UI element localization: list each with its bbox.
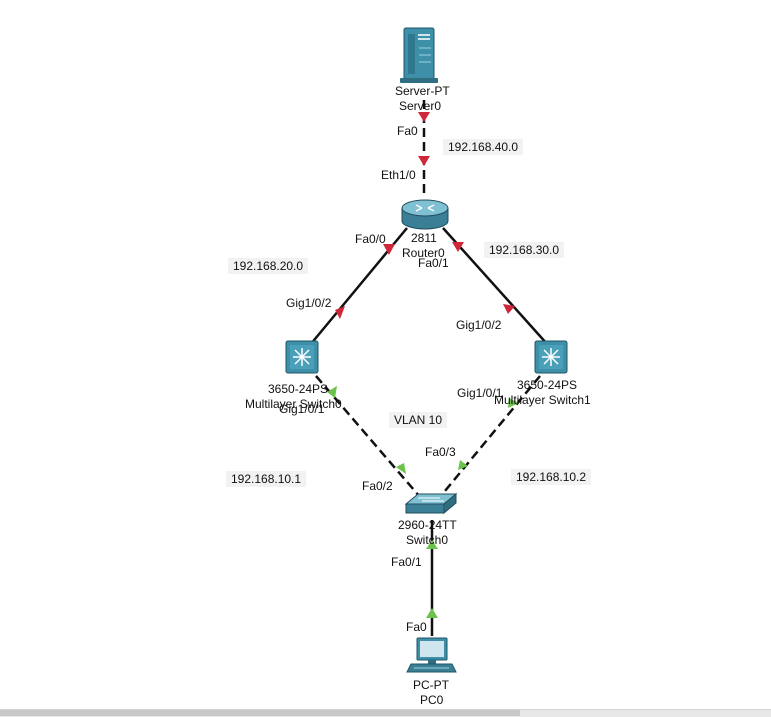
note-vlan[interactable]: VLAN 10 [389,412,448,428]
port-label-mls1-gig101: Gig1/0/1 [457,386,503,400]
link-down-marker [418,156,430,166]
switch0-name-label: Switch0 [406,533,449,547]
port-label-pc-fa0: Fa0 [406,620,427,634]
link-mls0-switch[interactable] [315,375,421,498]
port-label-mls0-gig102: Gig1/0/2 [286,296,332,310]
router-name-label: Router0 [402,246,445,260]
port-label-router-fa00: Fa0/0 [355,232,386,246]
note-network-30[interactable]: 192.168.30.0 [484,242,565,258]
port-label-server-fa0: Fa0 [397,124,418,138]
port-label-router-fa01: Fa0/1 [418,256,449,270]
mls1-name-label: Multilayer Switch1 [494,393,591,407]
server-name-label: Server0 [399,99,442,113]
link-up-marker [458,460,468,470]
mls0-name-label: Multilayer Switch0 [245,397,342,411]
note-ip-10-1[interactable]: 192.168.10.1 [226,471,307,487]
pc0-name-label: PC0 [420,693,444,707]
router-device[interactable] [401,199,449,230]
mls0-model-label: 3650-24PS [268,382,329,396]
port-label-router-eth10: Eth1/0 [381,168,416,182]
links [309,100,549,636]
link-up-marker [426,540,438,549]
port-label-switch-fa01: Fa0/1 [391,555,422,569]
switch0-device[interactable] [404,492,458,515]
server-device[interactable] [400,27,438,83]
link-down-marker [452,242,464,252]
port-label-switch-fa03: Fa0/3 [425,445,456,459]
link-up-marker [396,463,406,474]
pc0-device[interactable] [406,637,457,673]
port-label-switch-fa02: Fa0/2 [362,479,393,493]
note-network-40[interactable]: 192.168.40.0 [443,139,524,155]
link-down-marker [335,306,345,319]
link-mls1-switch[interactable] [439,375,541,498]
link-down-marker [383,244,395,255]
mls1-model-label: 3650-24PS [517,378,578,392]
port-label-mls1-gig102: Gig1/0/2 [456,318,502,332]
port-label-mls0-gig101: Gig1/0/1 [279,402,325,416]
router-model-label: 2811 [411,231,437,245]
link-down-marker [503,304,515,314]
switch0-model-label: 2960-24TT [398,518,457,532]
multilayer-switch0-device[interactable] [285,340,319,374]
link-up-marker [508,398,519,408]
pc0-model-label: PC-PT [413,678,449,692]
server-model-label: Server-PT [395,84,450,98]
link-up-marker [327,386,337,398]
link-up-marker [426,608,438,618]
horizontal-scrollbar-thumb[interactable] [0,710,520,716]
multilayer-switch1-device[interactable] [534,340,568,374]
link-down-marker [418,112,430,122]
note-ip-10-2[interactable]: 192.168.10.2 [511,469,592,485]
note-network-20[interactable]: 192.168.20.0 [228,258,309,274]
link-status-markers [327,112,519,618]
